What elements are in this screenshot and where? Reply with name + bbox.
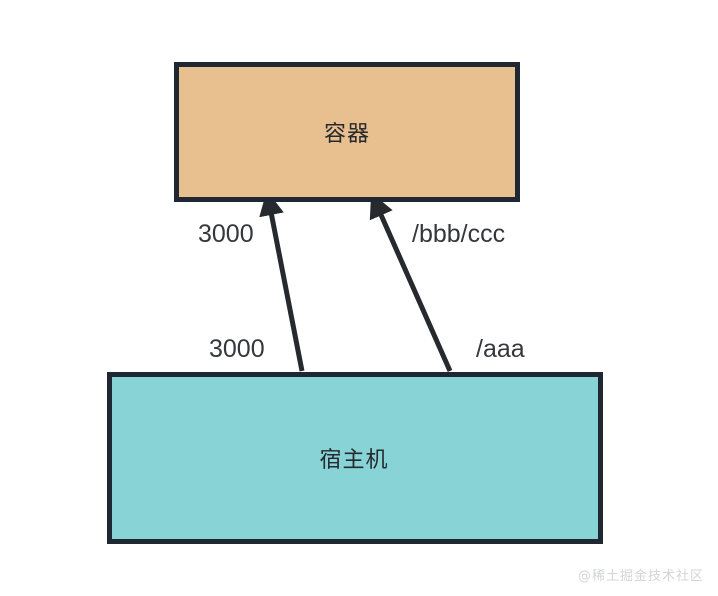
container-node: 容器 [174, 62, 520, 202]
container-node-label: 容器 [323, 122, 370, 147]
port-mapping-target-label: 3000 [198, 220, 254, 248]
arrow-port-mapping [259, 190, 305, 372]
volume-mapping-source-label: /aaa [476, 335, 525, 363]
arrow-volume-mapping [369, 192, 453, 373]
host-node-label: 宿主机 [319, 448, 389, 473]
host-node: 宿主机 [107, 372, 603, 544]
port-mapping-source-label: 3000 [209, 335, 265, 363]
volume-mapping-target-label: /bbb/ccc [412, 220, 506, 248]
watermark: @稀土掘金技术社区 [577, 569, 704, 584]
